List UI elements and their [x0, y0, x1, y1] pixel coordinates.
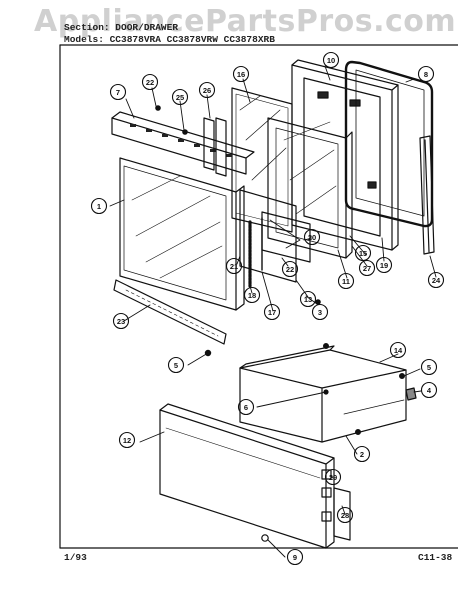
door-frame-part: [291, 59, 399, 251]
door-trim-strip-part: [419, 135, 435, 255]
callout-leaders: [109, 65, 437, 558]
drawer-pan-part: [239, 343, 407, 443]
door-liner-part: [239, 189, 297, 283]
callout-14: 14: [394, 346, 403, 355]
door-baffle-part: [261, 211, 311, 263]
outer-door-panel-part: [119, 157, 245, 311]
callout-15: 15: [359, 249, 367, 258]
callout-3: 3: [318, 308, 322, 317]
door-gasket-part: [344, 60, 434, 228]
callout-27: 27: [363, 264, 371, 273]
callout-17: 17: [268, 308, 276, 317]
door-hinge-part: [203, 117, 227, 177]
callout-19: 19: [380, 261, 388, 270]
callout-1: 1: [97, 202, 101, 211]
page-code: C11-38: [418, 552, 453, 563]
door-bottom-trim-part: [113, 279, 227, 345]
callout-13: 13: [304, 295, 312, 304]
drawer-glide-part: [321, 469, 351, 541]
drawer-front-part: [159, 403, 335, 549]
section-title: Section: DOOR/DRAWER: [64, 22, 179, 33]
callout-18: 18: [248, 291, 256, 300]
callout-25: 25: [176, 93, 184, 102]
callout-23: 23: [117, 317, 125, 326]
callout-22-top: 22: [146, 78, 154, 87]
callout-5-right: 5: [427, 363, 431, 372]
callout-5-left: 5: [174, 361, 178, 370]
callout-11: 11: [342, 277, 350, 286]
door-spring-part: [248, 217, 263, 288]
callout-2: 2: [360, 450, 364, 459]
callout-numbers: 1 2 3 4 5 5 6 7 8 9 10 11 12 13 14 15 16…: [97, 56, 441, 562]
callout-12: 12: [123, 436, 131, 445]
models-line: Models: CC3878VRA CC3878VRW CC3878XRB: [64, 34, 275, 45]
callout-6: 6: [244, 403, 248, 412]
callout-22-mid: 22: [286, 265, 294, 274]
hardware-parts: [155, 105, 417, 542]
inner-glass-part: [231, 87, 293, 233]
callout-29: 29: [329, 473, 337, 482]
callout-21: 21: [230, 262, 238, 271]
page-frame: [59, 44, 458, 549]
window-pack-part: [267, 117, 353, 259]
callout-9: 9: [293, 553, 297, 562]
callout-7: 7: [116, 88, 120, 97]
callout-10: 10: [327, 56, 335, 65]
callout-24: 24: [432, 276, 441, 285]
callout-4: 4: [427, 386, 432, 395]
callout-8: 8: [424, 70, 428, 79]
callout-bubbles: [90, 51, 445, 566]
callout-20: 20: [308, 233, 316, 242]
watermark: AppliancePartsPros.com: [34, 4, 457, 39]
callout-16: 16: [237, 70, 245, 79]
revision-date: 1/93: [64, 552, 87, 563]
callout-26: 26: [203, 86, 211, 95]
callout-28: 28: [341, 511, 349, 520]
